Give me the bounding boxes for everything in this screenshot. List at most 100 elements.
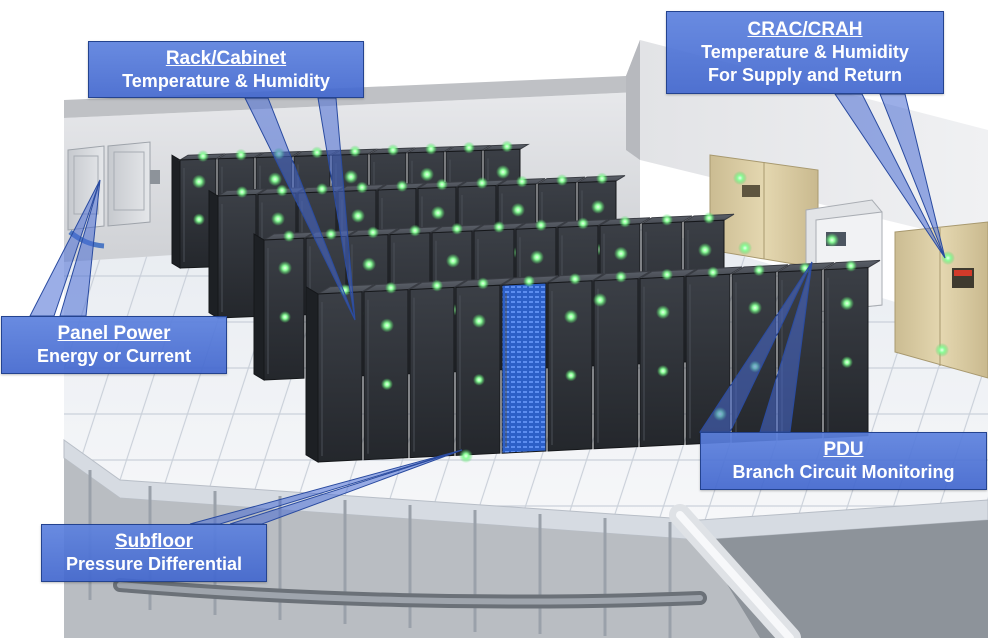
sensor-dot-icon (279, 311, 291, 323)
callout-crac-title: CRAC/CRAH (747, 19, 863, 40)
sensor-dot-icon (451, 222, 463, 235)
sensor-dot-icon (596, 172, 608, 185)
sensor-dot-icon (476, 177, 488, 189)
sensor-dot-icon (738, 241, 752, 255)
pointer-crac-2 (879, 93, 946, 259)
rack-rows (171, 140, 955, 463)
callout-crac-crah: CRAC/CRAH Temperature & Humidity For Sup… (666, 11, 944, 94)
callout-crac-line-2: For Supply and Return (707, 65, 902, 85)
sensor-dot-icon (703, 212, 715, 224)
sensor-dot-icon (840, 296, 854, 311)
callout-subfloor-title: Subfloor (114, 531, 194, 552)
sensor-dot-icon (420, 167, 434, 182)
sensor-dot-icon (436, 178, 448, 191)
sensor-dot-icon (556, 174, 568, 186)
callout-pointers (29, 93, 946, 525)
sensor-dot-icon (825, 233, 839, 247)
pointer-rack (244, 97, 356, 321)
callout-subfloor: Subfloor Pressure Differential (41, 524, 267, 582)
sensor-dot-icon (235, 148, 247, 161)
rack-row-4 (305, 259, 881, 463)
sensor-dot-icon (380, 318, 394, 333)
sensor-dot-icon (496, 165, 510, 179)
sensor-dot-icon (733, 171, 747, 185)
callout-panel-title: Panel Power (57, 323, 171, 344)
callout-rack-cabinet: Rack/Cabinet Temperature & Humidity (88, 41, 364, 98)
sensor-dot-icon (530, 250, 544, 265)
sensor-dot-icon (615, 270, 627, 283)
sensor-dot-icon (351, 208, 365, 223)
sensor-dot-icon (569, 273, 581, 285)
sensor-dot-icon (593, 293, 607, 307)
crac-unit-back (709, 154, 819, 269)
sensor-dot-icon (577, 217, 589, 230)
callout-pdu: PDU Branch Circuit Monitoring (700, 432, 987, 490)
sensor-dot-icon (463, 141, 475, 154)
sensor-dot-icon (311, 146, 323, 159)
sensor-dot-icon (385, 281, 397, 294)
sensor-dot-icon (431, 279, 443, 292)
sensor-dot-icon (565, 369, 577, 382)
sensor-dot-icon (409, 224, 421, 237)
sensor-dot-icon (477, 277, 489, 290)
sensor-dot-icon (268, 172, 282, 187)
callout-panel-line-1: Energy or Current (36, 346, 192, 366)
electrical-panels (67, 141, 160, 249)
sensor-dot-icon (564, 309, 578, 324)
sensor-dot-icon (753, 264, 765, 277)
sensor-dot-icon (193, 213, 205, 226)
sensor-dot-icon (591, 199, 605, 214)
sensor-dot-icon (841, 356, 853, 369)
sensor-dot-icon (698, 243, 712, 257)
sensor-dot-icon (276, 184, 288, 197)
sensor-dot-icon (446, 253, 460, 268)
callout-rack-line-1: Temperature & Humidity (122, 70, 330, 91)
wall-corner (626, 40, 640, 160)
sensor-dot-icon (431, 205, 445, 220)
callout-pdu-title: PDU (823, 439, 864, 460)
sensor-dot-icon (493, 221, 505, 233)
sensor-dot-icon (472, 314, 486, 328)
sensor-dot-icon (661, 213, 673, 226)
wall-top-edge (64, 40, 640, 118)
sensor-dot-icon (362, 257, 376, 272)
sensor-dot-icon (459, 449, 473, 463)
sensor-dot-icon (356, 181, 368, 194)
sensor-dot-icon (935, 343, 949, 357)
sensor-dot-icon (283, 230, 295, 242)
callout-rack-title: Rack/Cabinet (165, 47, 287, 69)
sensor-dot-icon (473, 373, 485, 386)
sensor-dot-icon (316, 183, 328, 195)
sensor-dot-icon (661, 268, 673, 281)
subfloor-pipes (113, 504, 801, 638)
callout-panel-power: Panel Power Energy or Current (1, 316, 227, 374)
sensor-dot-icon (396, 180, 408, 192)
callout-pdu-line-1: Branch Circuit Monitoring (732, 462, 955, 482)
sensor-dot-icon (523, 275, 535, 288)
sensor-dot-icon (516, 175, 528, 188)
sensor-dot-icon (501, 140, 513, 153)
pointer-crac (834, 93, 946, 259)
sensor-dot-icon (325, 228, 337, 241)
sensor-dot-icon (614, 246, 628, 261)
sensor-dot-icon (656, 305, 670, 320)
sensor-dot-icon (344, 169, 358, 184)
sensor-dot-icon (192, 174, 206, 189)
sensor-dot-icon (619, 215, 631, 228)
sensor-dot-icon (197, 150, 209, 162)
sensor-dot-icon (271, 211, 285, 226)
sensor-dot-icon (381, 378, 393, 391)
sensor-dot-icon (748, 300, 762, 315)
sensor-dot-icon (511, 202, 525, 217)
pointer-rack-2 (317, 97, 356, 321)
sensor-dot-icon (425, 142, 437, 155)
sensor-dot-icon (535, 219, 547, 232)
sensor-dot-icon (387, 144, 399, 156)
callout-crac-line-1: Temperature & Humidity (701, 42, 909, 62)
sensor-dot-icon (707, 266, 719, 279)
sensor-dot-icon (657, 365, 669, 377)
sensor-dot-icon (845, 259, 857, 272)
sensor-dot-icon (349, 145, 361, 158)
